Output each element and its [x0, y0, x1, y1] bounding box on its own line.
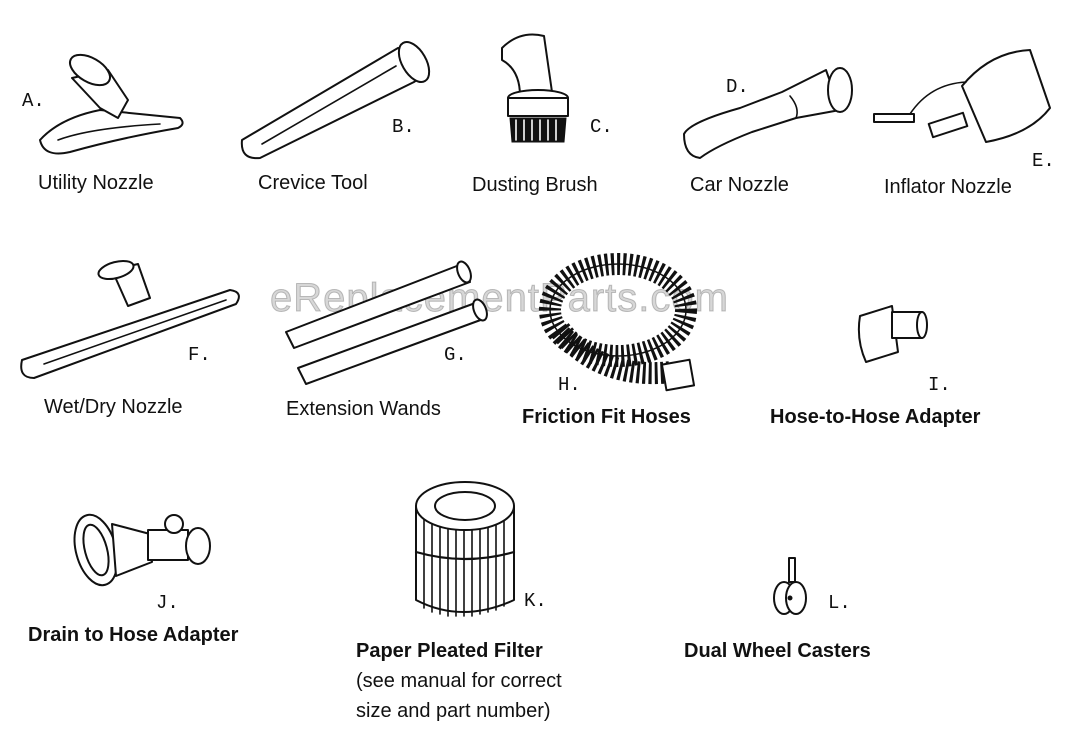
part-letter: I. — [928, 374, 951, 396]
part-letter: F. — [188, 344, 211, 366]
part-label: Friction Fit Hoses — [522, 406, 691, 428]
part-label: Dusting Brush — [472, 174, 598, 196]
part-letter: C. — [590, 116, 613, 138]
part-label: Dual Wheel Casters — [684, 640, 871, 662]
part-label: Drain to Hose Adapter — [28, 624, 239, 646]
paper-pleated-filter-icon — [414, 481, 516, 617]
dusting-brush-icon — [501, 33, 569, 143]
part-letter: H. — [558, 374, 581, 396]
part-label: Hose-to-Hose Adapter — [770, 406, 981, 428]
part-letter: A. — [22, 90, 45, 112]
part-letter: L. — [828, 592, 851, 614]
inflator-nozzle-icon — [873, 49, 1051, 143]
part-letter: B. — [392, 116, 415, 138]
part-letter: E. — [1032, 150, 1055, 172]
part-label: Wet/Dry Nozzle — [44, 396, 183, 418]
part-label: Crevice Tool — [258, 172, 368, 194]
friction-fit-hoses-icon — [539, 253, 697, 392]
part-letter: K. — [524, 590, 547, 612]
part-label: Utility Nozzle — [38, 172, 154, 194]
dual-wheel-casters-icon — [773, 557, 807, 615]
part-note: size and part number) — [356, 700, 551, 722]
utility-nozzle-icon — [39, 53, 184, 155]
crevice-tool-icon — [240, 41, 431, 160]
part-letter: G. — [444, 344, 467, 366]
extension-wands-icon — [285, 260, 488, 385]
part-letter: J. — [156, 592, 179, 614]
part-letter: D. — [726, 76, 749, 98]
part-label: Extension Wands — [286, 398, 441, 420]
part-label: Inflator Nozzle — [884, 176, 1012, 198]
part-label: Paper Pleated Filter — [356, 640, 543, 662]
part-label: Car Nozzle — [690, 174, 789, 196]
drain-to-hose-adapter-icon — [73, 513, 211, 587]
wet-dry-nozzle-icon — [20, 259, 240, 379]
part-note: (see manual for correct — [356, 670, 562, 692]
car-nozzle-icon — [683, 67, 853, 159]
hose-to-hose-adapter-icon — [857, 305, 928, 363]
